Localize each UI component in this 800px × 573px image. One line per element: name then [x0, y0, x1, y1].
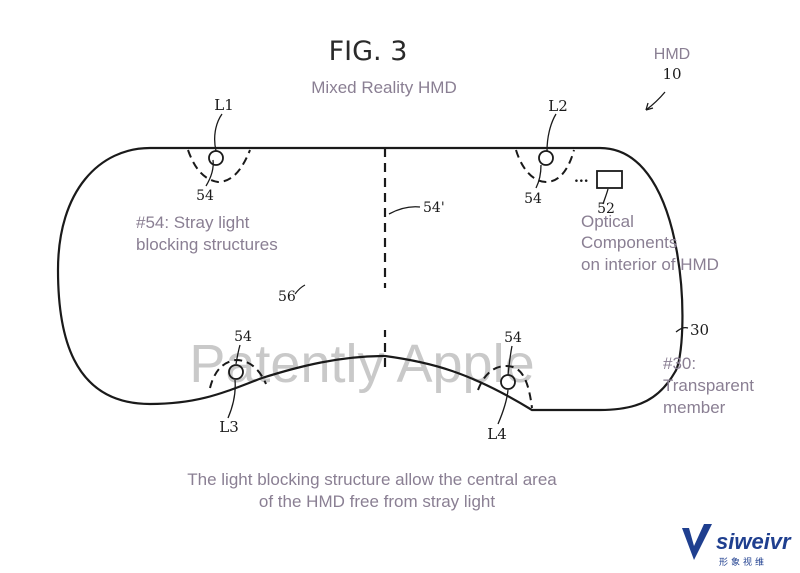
hmd-outline — [56, 146, 684, 412]
leader-52 — [602, 188, 609, 205]
ref-54-top-left: 54 — [196, 188, 214, 204]
ref-54-bottom-left: 54 — [234, 329, 252, 345]
annotation-transparent-3: member — [663, 398, 726, 417]
leader-l4 — [497, 389, 509, 425]
annotation-optical-2: Components — [581, 233, 677, 252]
ref-54-top-right: 54 — [524, 191, 542, 207]
annotation-stray-light-1: #54: Stray light — [136, 213, 250, 232]
blocking-structure-bottom-left — [209, 358, 267, 389]
ref-54-bottom-right: 54 — [504, 330, 522, 346]
annotation-stray-light-2: blocking structures — [136, 235, 278, 254]
optical-component-52 — [596, 170, 623, 189]
leader-30 — [675, 326, 689, 333]
siweivr-logo: siweivr 形象视维 — [682, 524, 792, 568]
ref-56: 56 — [278, 289, 296, 305]
annotation-transparent-2: Transparent — [663, 376, 754, 395]
leader-54-tr — [535, 164, 542, 189]
leader-54-prime — [388, 206, 421, 215]
blocking-structure-top-left — [187, 149, 251, 184]
leader-l1 — [214, 113, 223, 152]
light-source-l1 — [208, 150, 224, 166]
blocking-structure-top-right — [515, 149, 575, 184]
caption-line-1: The light blocking structure allow the c… — [187, 470, 557, 489]
leader-56 — [294, 284, 306, 295]
label-l3: L3 — [219, 418, 239, 436]
blocking-structure-bottom-right — [477, 364, 533, 409]
ref-54-prime: 54' — [423, 200, 445, 216]
light-source-l3 — [228, 364, 244, 380]
label-l2: L2 — [548, 97, 568, 115]
label-l1: L1 — [214, 96, 234, 114]
label-l4: L4 — [487, 425, 507, 443]
annotation-optical-1: Optical — [581, 212, 634, 231]
caption-line-2: of the HMD free from stray light — [259, 492, 495, 511]
annotation-transparent-1: #30: — [663, 354, 696, 373]
ellipsis-marker: ... — [574, 170, 589, 186]
hmd-arrow-head — [645, 102, 654, 111]
logo-subtext: 形象视维 — [719, 556, 767, 568]
light-source-l2 — [538, 150, 554, 166]
obscured-region — [300, 288, 492, 330]
ref-52: 52 — [597, 201, 615, 217]
leader-54-tl — [205, 159, 214, 187]
logo-text: siweivr — [716, 529, 792, 554]
annotation-optical-3: on interior of HMD — [581, 255, 719, 274]
logo-v-icon — [682, 524, 712, 560]
figure-subtitle: Mixed Reality HMD — [311, 78, 456, 97]
leader-54-br — [507, 345, 513, 376]
hmd-label: HMD — [654, 46, 690, 63]
hmd-arrow-shaft — [645, 91, 666, 111]
figure-title: FIG. 3 — [329, 36, 408, 67]
hmd-reference-number: 10 — [662, 65, 681, 83]
leader-l3 — [227, 379, 236, 419]
ref-30: 30 — [690, 321, 709, 339]
leader-l2 — [546, 113, 557, 152]
leader-54-bl — [235, 344, 241, 365]
